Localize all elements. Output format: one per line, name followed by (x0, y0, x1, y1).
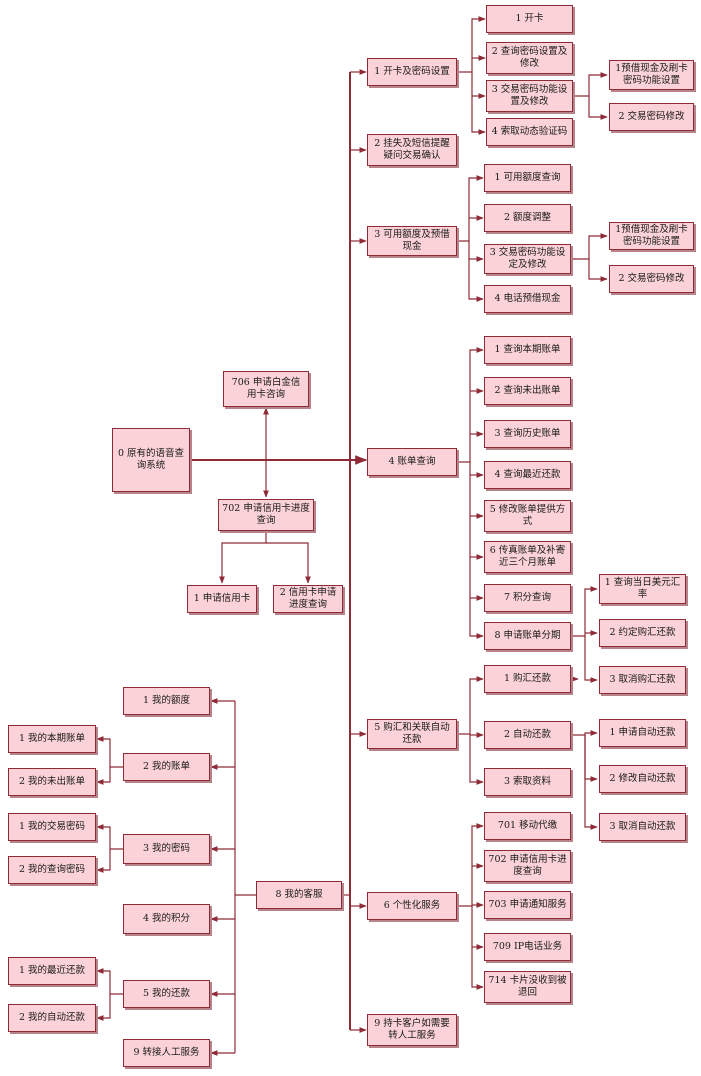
m1-3-to-2 (588, 96, 608, 120)
menu-3-4: 4 电话预借现金 (484, 285, 571, 313)
kefu-2-1: 1 我的本期账单 (8, 725, 96, 753)
menu-4: 4 账单查询 (367, 448, 457, 476)
menu-1-4: 4 索取动态验证码 (486, 118, 573, 146)
menu-5-2: 2 自动还款 (484, 721, 571, 749)
menu-2: 2 挂失及短信提醒疑问交易确认 (367, 134, 457, 166)
menu-4-8-3: 3 取消购汇还款 (599, 666, 686, 694)
node-706: 706 申请白金信用卡咨询 (223, 371, 309, 407)
menu-5-2-1: 1 申请自动还款 (599, 719, 686, 747)
kefu-3-1: 1 我的交易密码 (8, 813, 96, 841)
menu-1-3-2: 2 交易密码修改 (609, 103, 694, 131)
menu-4-4: 4 查询最近还款 (484, 461, 571, 489)
m3-3-to-1 (571, 233, 608, 260)
menu-6-5: 714 卡片没收到被退回 (484, 971, 571, 1003)
node-702-2: 2 信用卡申请进度查询 (273, 585, 343, 613)
kefu-3: 3 我的密码 (123, 834, 210, 864)
m1-to-4 (471, 72, 486, 135)
menu-6-2: 702 申请信用卡进度查询 (484, 850, 571, 882)
menu-5-2-3: 3 取消自动还款 (599, 813, 686, 841)
menu-5-1: 1 购汇还款 (484, 665, 571, 693)
k3-to-2 (96, 849, 111, 873)
m3-to-4 (468, 241, 484, 302)
m4-8-to-3 (584, 636, 598, 683)
k2-to-1 (96, 736, 123, 768)
m4-to-8 (469, 462, 484, 639)
menu-5-2-2: 2 修改自动还款 (599, 765, 686, 793)
m6-to-5 (471, 906, 484, 990)
menu-1-1: 1 开卡 (486, 5, 573, 33)
node-702: 702 申请信用卡进度查询 (218, 499, 314, 531)
kefu-2: 2 我的账单 (123, 753, 210, 781)
kefu-9: 9 转接人工服务 (123, 1039, 210, 1067)
menu-4-1: 1 查询本期账单 (484, 336, 571, 364)
menu-1: 1 开卡及密码设置 (367, 58, 457, 86)
menu-6: 6 个性化服务 (367, 892, 457, 920)
menu-3-3-2: 2 交易密码修改 (609, 265, 694, 293)
m4-8-to-1 (571, 586, 598, 637)
kefu-2-2: 2 我的未出账单 (8, 768, 96, 796)
m5-2-to-1 (571, 730, 598, 736)
menu-6-3: 703 申请通知服务 (484, 891, 571, 919)
menu-4-8: 8 申请账单分期 (484, 622, 571, 650)
m1-to-1 (457, 16, 486, 73)
menu-4-2: 2 查询未出账单 (484, 377, 571, 405)
menu-3: 3 可用额度及预借现金 (367, 226, 457, 256)
menu-5: 5 购汇和关联自动还款 (367, 719, 457, 749)
m4-to-1 (457, 347, 484, 463)
menu-3-1: 1 可用额度查询 (484, 164, 571, 192)
node-702-1: 1 申请信用卡 (187, 585, 257, 613)
menu-1-2: 2 查询密码设置及修改 (486, 42, 573, 74)
menu-4-7: 7 积分查询 (484, 584, 571, 612)
menu-4-6: 6 传真账单及补寄近三个月账单 (484, 541, 571, 573)
menu-4-8-2: 2 约定购汇还款 (599, 619, 686, 647)
kefu-4: 4 我的积分 (123, 904, 210, 934)
k3-to-1 (96, 824, 123, 850)
menu-5-3: 3 索取资料 (484, 768, 571, 796)
menu-6-1: 701 移动代缴 (484, 812, 571, 840)
kefu-5-1: 1 我的最近还款 (8, 957, 96, 985)
menu-3-2: 2 额度调整 (484, 204, 571, 232)
m5-to-3 (469, 734, 484, 785)
menu-9: 9 持卡客户如需要转人工服务 (367, 1014, 457, 1046)
m5-2-to-3 (584, 735, 598, 830)
kefu-1: 1 我的额度 (123, 687, 210, 715)
link-702-2 (266, 542, 311, 584)
menu-1-3: 3 交易密码功能设置及修改 (486, 80, 573, 112)
menu-4-8-1: 1 查询当日美元汇率 (599, 574, 686, 604)
menu-6-4: 709 IP电话业务 (484, 933, 571, 961)
menu-8: 8 我的客服 (256, 881, 342, 909)
menu-4-3: 3 查询历史账单 (484, 420, 571, 448)
kefu-5-2: 2 我的自动还款 (8, 1004, 96, 1032)
node-root: 0 原有的语音查询系统 (112, 428, 190, 492)
k5-to-2 (96, 994, 111, 1021)
menu-4-5: 5 修改账单提供方式 (484, 500, 571, 532)
kefu-5: 5 我的还款 (123, 980, 210, 1008)
m3-to-1 (457, 175, 484, 242)
link-702-1 (219, 532, 267, 584)
kefu-3-2: 2 我的查询密码 (8, 856, 96, 884)
k2-to-2 (96, 767, 111, 785)
menu-3-3: 3 交易密码功能设定及修改 (484, 244, 571, 274)
k5-to-1 (96, 968, 123, 995)
m1-3-to-1 (573, 72, 608, 97)
m3-3-to-2 (588, 259, 608, 282)
menu-3-3-1: 1预借现金及刷卡密码功能设置 (609, 222, 694, 250)
menu-1-3-1: 1预借现金及刷卡密码功能设置 (609, 60, 694, 90)
m5-to-1 (457, 676, 484, 735)
m5-2-to-2 (584, 735, 598, 782)
